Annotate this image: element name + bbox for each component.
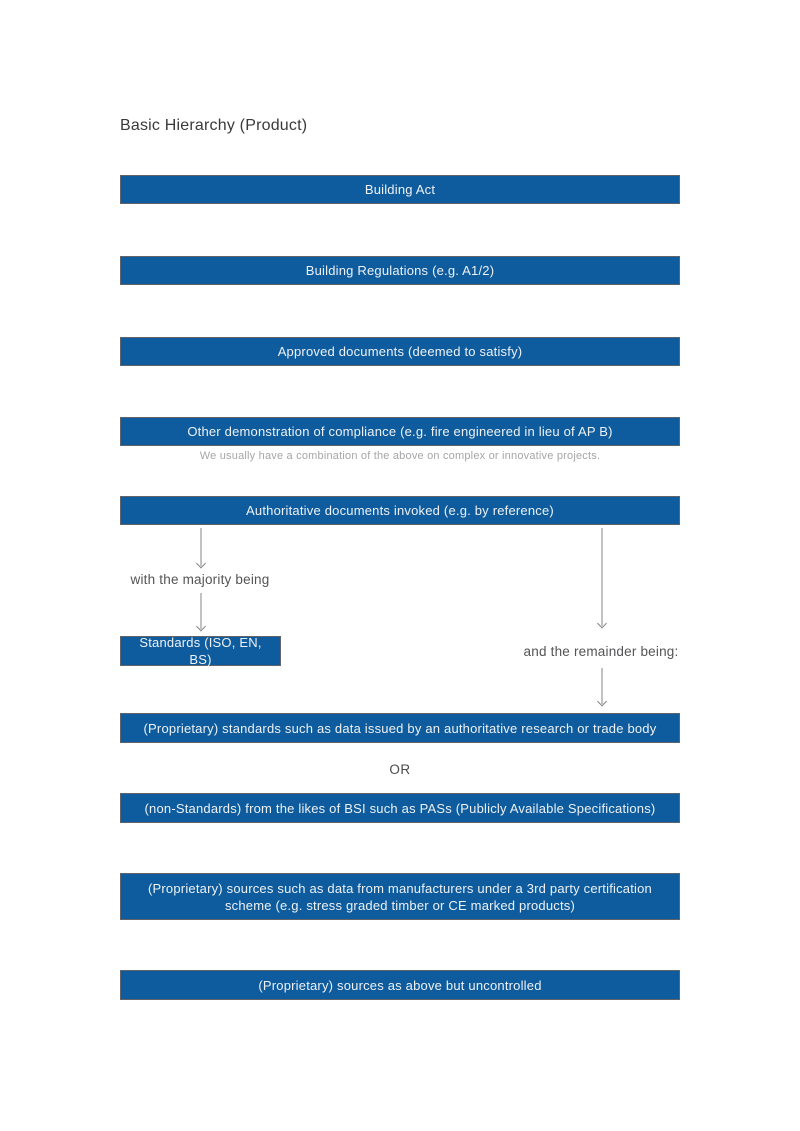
box-label: (Proprietary) sources as above but uncon… [258, 977, 542, 993]
box-label: (Proprietary) sources such as data from … [148, 880, 652, 913]
down-arrow-remainder-top [596, 528, 607, 629]
remainder-label: and the remainder being: [523, 644, 679, 659]
down-arrow-majority-top [195, 528, 206, 569]
page-title: Basic Hierarchy (Product) [120, 117, 308, 134]
arrow-line [200, 593, 201, 629]
box-proprietary-standards: (Proprietary) standards such as data iss… [120, 713, 680, 743]
box-label: Approved documents (deemed to satisfy) [277, 344, 523, 359]
arrow-head-icon [596, 618, 607, 629]
box-label: (Proprietary) standards such as data iss… [143, 720, 657, 736]
arrow-head-icon [596, 696, 607, 707]
down-arrow-majority-bottom [195, 593, 206, 632]
box-label: Standards (ISO, EN, BS) [139, 635, 262, 667]
box-authoritative-documents: Authoritative documents invoked (e.g. by… [120, 496, 680, 525]
box-label: Building Act [364, 182, 436, 197]
box-approved-documents: Approved documents (deemed to satisfy) [120, 337, 680, 366]
down-arrow-remainder-bottom [596, 668, 607, 707]
box-standards: Standards (ISO, EN, BS) [120, 635, 281, 667]
box-non-standards: (non-Standards) from the likes of BSI su… [120, 793, 680, 823]
arrow-head-icon [195, 621, 206, 632]
arrow-line [200, 528, 201, 566]
box-building-regulations: Building Regulations (e.g. A1/2) [120, 256, 680, 285]
arrow-line [601, 668, 602, 704]
box-proprietary-sources-certified: (Proprietary) sources such as data from … [120, 873, 680, 920]
arrow-line [601, 528, 602, 626]
box-label: Authoritative documents invoked (e.g. by… [246, 503, 554, 518]
majority-label: with the majority being [130, 572, 270, 587]
or-label: OR [389, 762, 411, 777]
arrow-head-icon [195, 558, 206, 569]
box-label: (non-Standards) from the likes of BSI su… [144, 800, 656, 816]
box-label: Building Regulations (e.g. A1/2) [305, 263, 495, 278]
box-label: Other demonstration of compliance (e.g. … [187, 424, 613, 439]
box-proprietary-sources-uncontrolled: (Proprietary) sources as above but uncon… [120, 970, 680, 1000]
box-other-demonstration: Other demonstration of compliance (e.g. … [120, 417, 680, 446]
combination-note: We usually have a combination of the abo… [199, 450, 601, 462]
box-building-act: Building Act [120, 175, 680, 204]
